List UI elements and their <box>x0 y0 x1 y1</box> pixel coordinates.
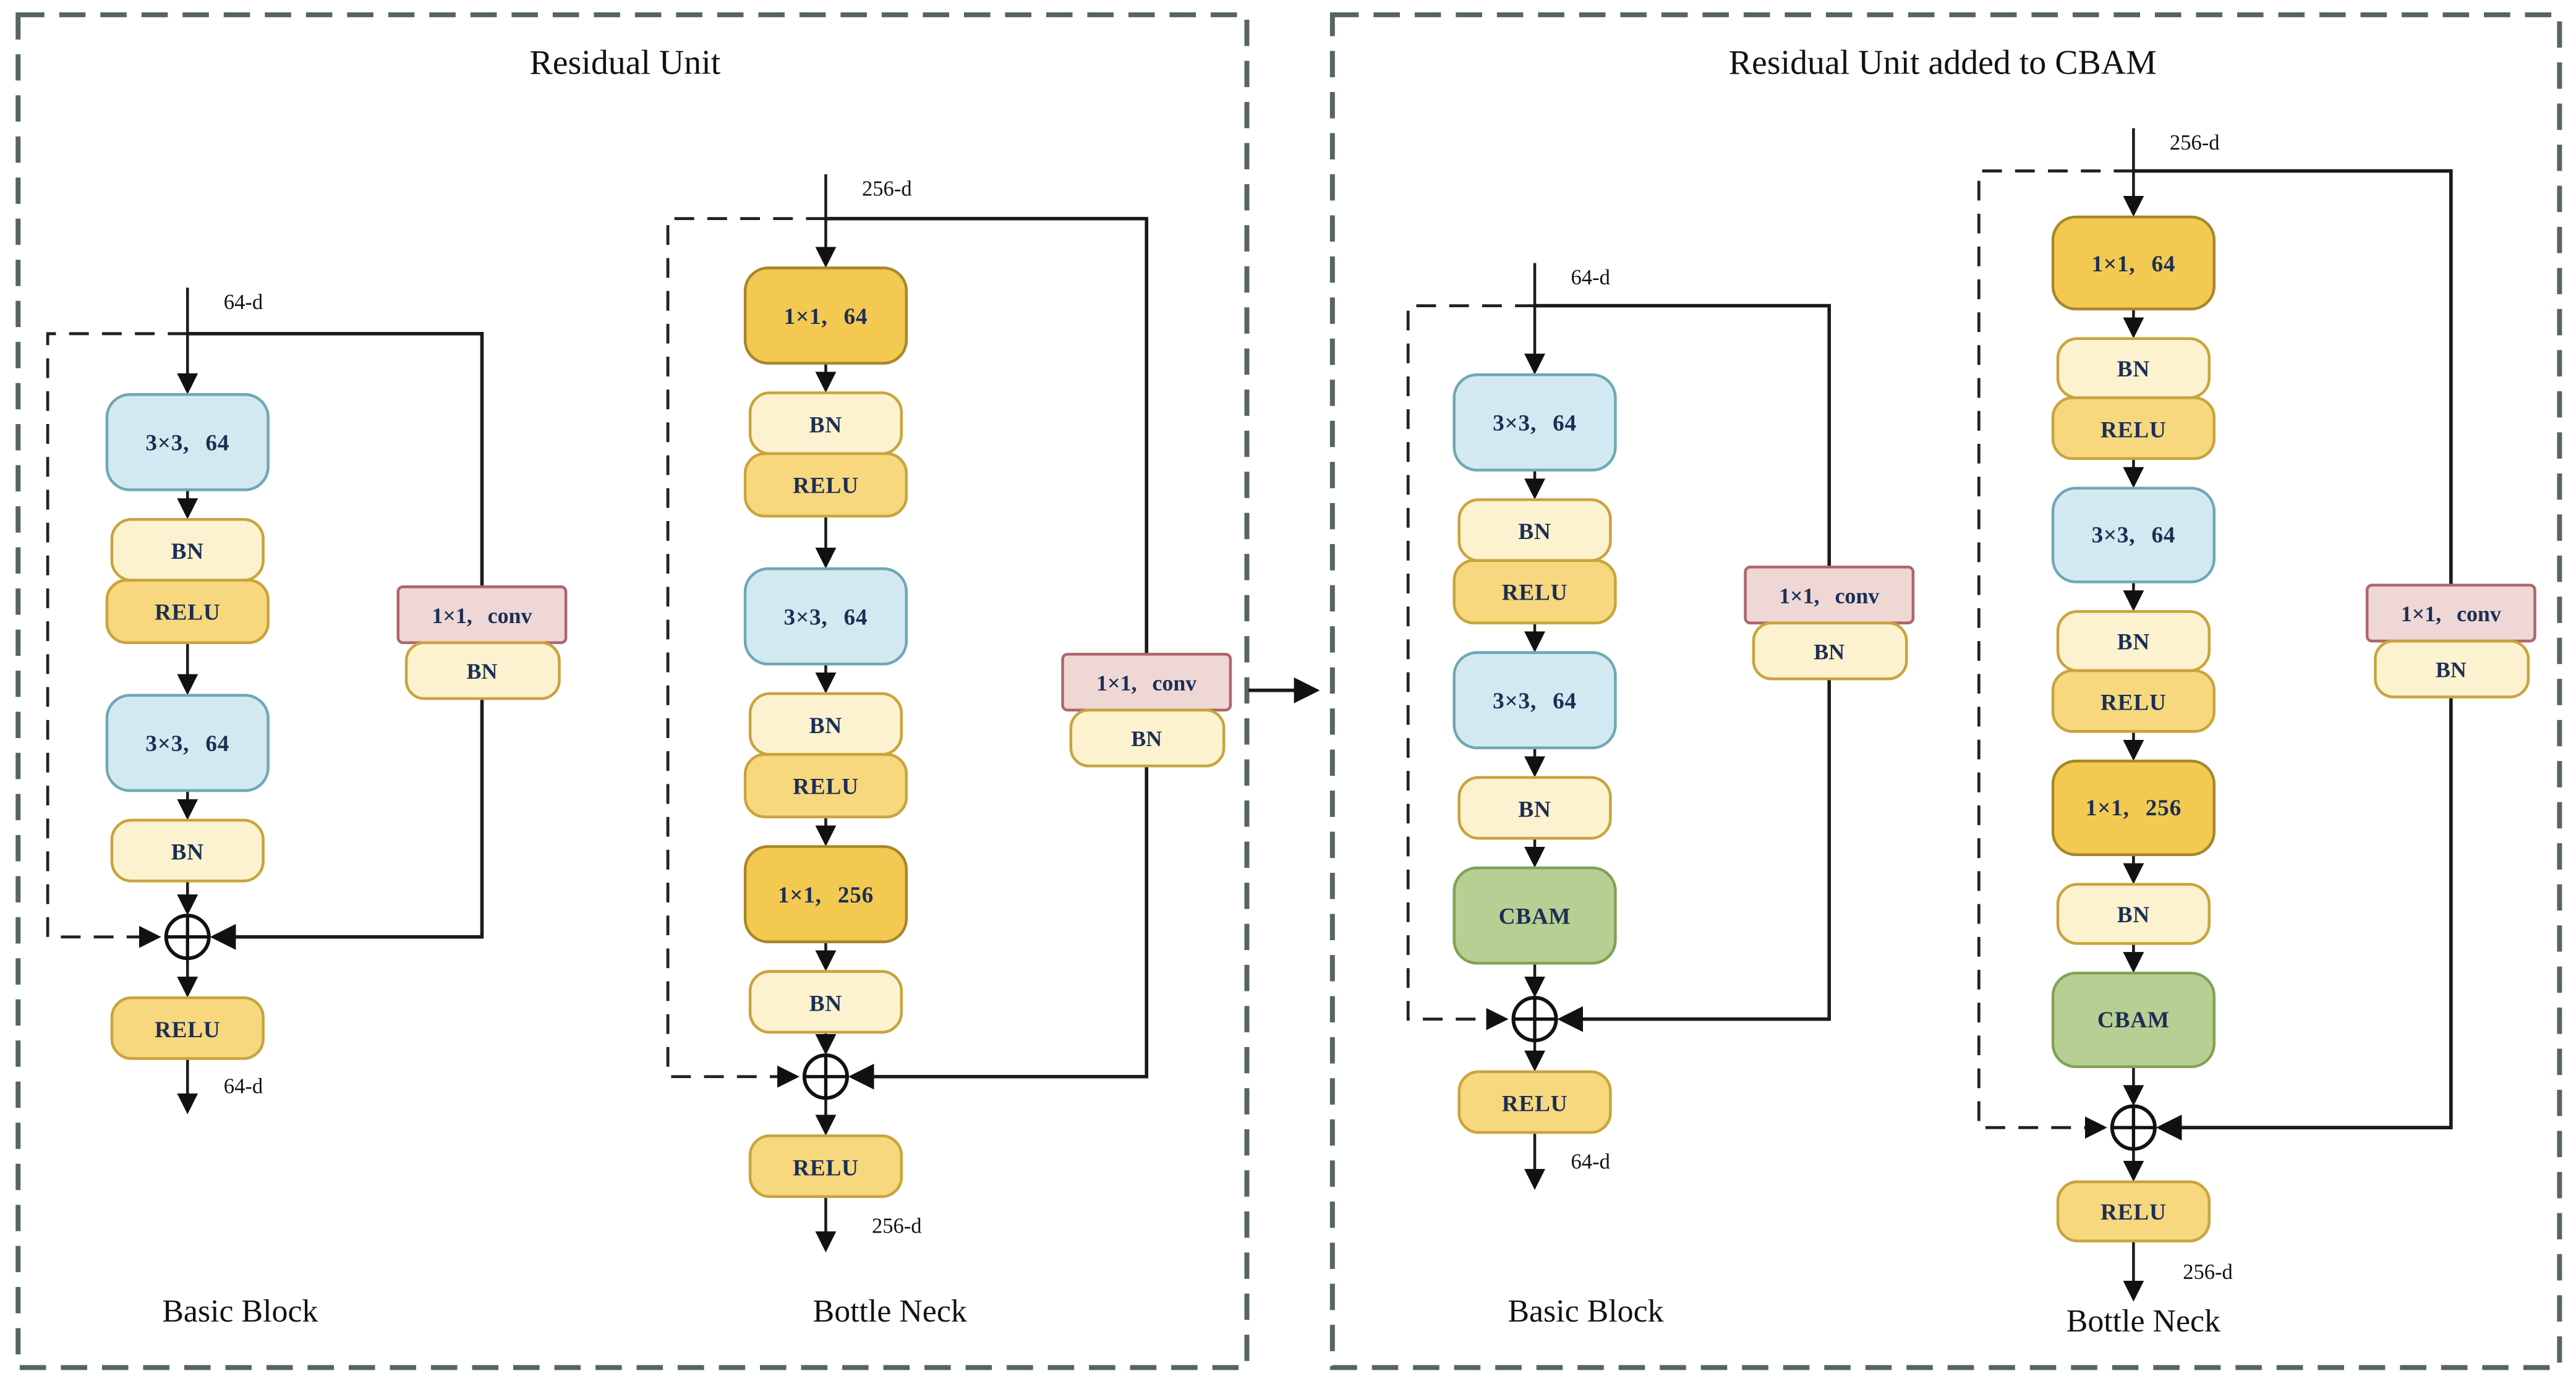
relu-block <box>743 452 908 518</box>
identity-shortcut-path <box>666 217 826 1088</box>
panel-title: Residual Unit <box>530 44 721 82</box>
bn-block-label: BN <box>2117 357 2150 382</box>
bn-block-label: BN <box>2117 629 2150 655</box>
relu-block-label: RELU <box>155 1017 221 1043</box>
conv-block <box>2051 759 2216 857</box>
conv-block <box>743 567 908 666</box>
relu-block <box>748 1134 903 1199</box>
bn-block-label: BN <box>809 412 842 438</box>
column-basic-block-cbam: 1×1, conv BN 3×3, 64 BN RELU 3×3, 64 BN … <box>1406 263 1915 1329</box>
output-dim-label: 256-d <box>872 1214 922 1238</box>
shortcut-bn-block <box>404 641 561 700</box>
conv-block-label: 1×1, 256 <box>2086 796 2181 821</box>
conv-block <box>1452 651 1617 750</box>
relu-block <box>105 579 270 644</box>
conv-block <box>105 393 270 491</box>
column-basic-block: 1×1, conv BN 3×3, 64 BN RELU 3×3, 64 BN … <box>46 287 568 1329</box>
conv-block <box>2051 215 2216 311</box>
panel-residual-unit-cbam <box>1329 12 2562 1370</box>
shortcut-conv-label: 1×1, conv <box>2401 601 2501 626</box>
bn-block-label: BN <box>2117 902 2150 928</box>
shortcut-bn-label: BN <box>467 659 498 684</box>
column-bottle-neck-cbam: 1×1, conv BN 1×1, 64 BN RELU 3×3, 64 BN … <box>1977 128 2536 1339</box>
output-dim-label: 64-d <box>224 1074 263 1098</box>
relu-block <box>743 753 908 818</box>
shortcut-conv-label: 1×1, conv <box>432 603 532 628</box>
shortcut-bn-label: BN <box>2436 658 2467 682</box>
conv-block <box>743 845 908 943</box>
bn-block-label: BN <box>171 840 204 865</box>
cbam-block-label: CBAM <box>2097 1008 2170 1033</box>
conv-block-label: 3×3, 64 <box>1493 689 1577 714</box>
relu-block-label: RELU <box>793 473 859 499</box>
relu-block <box>110 996 265 1060</box>
panel-title: Residual Unit added to CBAM <box>1729 44 2157 82</box>
cbam-block <box>1452 866 1617 965</box>
relu-block-label: RELU <box>793 1155 859 1181</box>
conv-block-label: 3×3, 64 <box>2091 523 2175 548</box>
bn-block-label: BN <box>809 713 842 739</box>
conv-block-label: 1×1, 64 <box>2091 252 2175 277</box>
relu-block-label: RELU <box>2100 417 2167 443</box>
projection-shortcut-path <box>825 216 1149 1090</box>
bn-block <box>110 818 265 883</box>
column-caption: Bottle Neck <box>2066 1304 2220 1339</box>
input-dim-label: 256-d <box>862 177 912 200</box>
identity-shortcut-path <box>46 332 188 948</box>
panel-residual-unit <box>15 12 1250 1370</box>
relu-block-label: RELU <box>1502 580 1568 606</box>
column-bottle-neck: 1×1, conv BN 1×1, 64 BN RELU 3×3, 64 BN … <box>666 174 1232 1329</box>
relu-block <box>2051 669 2216 733</box>
column-caption: Basic Block <box>1508 1294 1663 1329</box>
bn-block-label: BN <box>171 539 204 564</box>
conv-block <box>1452 373 1617 472</box>
conv-block <box>743 266 908 365</box>
cbam-block <box>2051 971 2216 1069</box>
conv-block-label: 1×1, 64 <box>784 304 868 329</box>
input-dim-label: 64-d <box>1571 266 1610 289</box>
relu-block <box>1457 1070 1612 1134</box>
relu-block-label: RELU <box>1502 1092 1568 1117</box>
output-dim-label: 256-d <box>2183 1260 2233 1284</box>
relu-block-label: RELU <box>155 600 221 626</box>
bn-block <box>1457 776 1612 840</box>
conv-block-label: 3×3, 64 <box>145 731 229 757</box>
bn-block-label: BN <box>809 991 842 1016</box>
relu-block-label: RELU <box>2100 690 2167 716</box>
bn-block-label: BN <box>1518 519 1551 545</box>
column-caption: Basic Block <box>162 1294 318 1329</box>
relu-block <box>2056 1180 2211 1242</box>
shortcut-bn-block <box>1752 621 1908 681</box>
conv-block-label: 3×3, 64 <box>784 605 868 630</box>
identity-shortcut-path <box>1406 304 1535 1030</box>
conv-block-label: 3×3, 64 <box>145 431 229 456</box>
bn-block <box>2056 883 2211 945</box>
bn-block-label: BN <box>1518 797 1551 823</box>
output-dim-label: 64-d <box>1571 1150 1610 1174</box>
conv-block <box>105 694 270 792</box>
cbam-block-label: CBAM <box>1499 904 1571 929</box>
relu-block-label: RELU <box>793 774 859 799</box>
shortcut-bn-block <box>1069 708 1226 768</box>
shortcut-conv-label: 1×1, conv <box>1096 671 1196 695</box>
conv-block-label: 1×1, 256 <box>778 883 874 908</box>
identity-shortcut-path <box>1977 169 2134 1139</box>
bn-block <box>748 970 903 1034</box>
conv-block-label: 3×3, 64 <box>1493 411 1577 436</box>
input-dim-label: 256-d <box>2170 131 2220 155</box>
relu-block <box>2051 396 2216 461</box>
relu-block-label: RELU <box>2100 1200 2167 1225</box>
column-caption: Bottle Neck <box>813 1294 967 1329</box>
shortcut-bn-label: BN <box>1814 639 1845 664</box>
shortcut-bn-label: BN <box>1131 726 1162 751</box>
input-dim-label: 64-d <box>224 291 263 314</box>
shortcut-conv-label: 1×1, conv <box>1779 584 1879 608</box>
relu-block <box>1452 559 1617 625</box>
conv-block <box>2051 486 2216 584</box>
shortcut-bn-block <box>2374 639 2530 698</box>
